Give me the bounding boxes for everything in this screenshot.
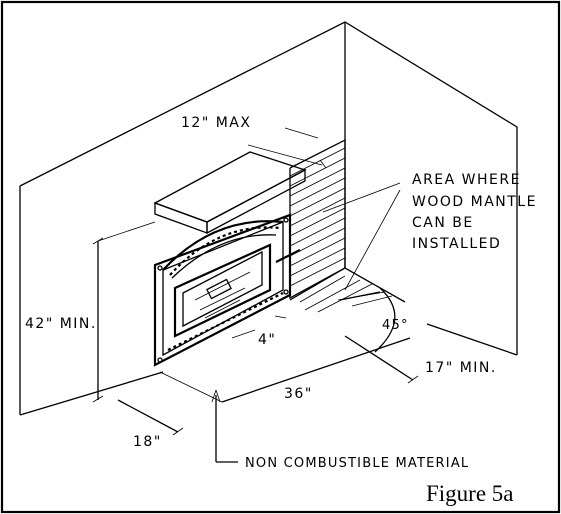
area-label-line4: INSTALLED bbox=[412, 236, 501, 252]
material-label: NON COMBUSTIBLE MATERIAL bbox=[245, 456, 469, 471]
left-floor-line bbox=[19, 371, 164, 416]
door-handle-icon bbox=[275, 249, 301, 263]
hearth-width-label: 36" bbox=[284, 386, 313, 402]
wall-outline bbox=[19, 21, 518, 355]
figure-caption: Figure 5a bbox=[426, 481, 514, 506]
hearth-depth-label: 17" MIN. bbox=[425, 360, 497, 376]
dimension-lines bbox=[92, 127, 419, 463]
side-clearance-label: 4" bbox=[258, 332, 276, 348]
hearth-arrow bbox=[339, 291, 381, 301]
fireplace-insert bbox=[153, 213, 301, 367]
hearth-side-label: 18" bbox=[133, 434, 162, 450]
mantle-max-label: 12" MAX bbox=[181, 115, 251, 131]
area-label-line1: AREA WHERE bbox=[412, 172, 521, 188]
area-label-line2: WOOD MANTLE bbox=[412, 194, 537, 210]
hearth-area bbox=[289, 267, 406, 313]
mantle-shelf bbox=[153, 151, 307, 235]
angle-label: 45° bbox=[382, 318, 409, 333]
area-label-line3: CAN BE bbox=[412, 215, 474, 231]
right-floor-line bbox=[426, 323, 518, 356]
height-min-label: 42" MIN. bbox=[25, 316, 97, 332]
